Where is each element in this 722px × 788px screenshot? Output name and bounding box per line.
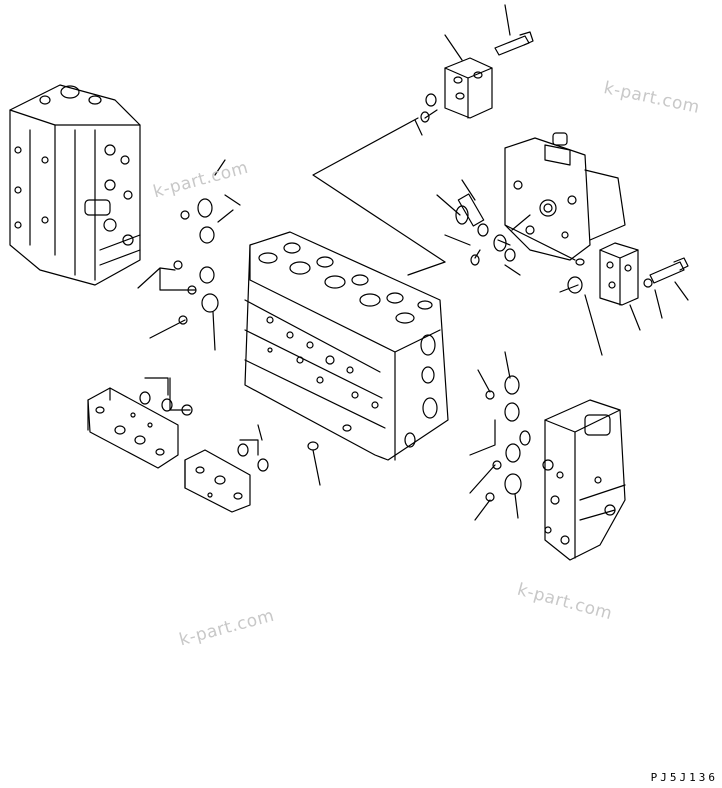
- o-ring: [568, 277, 582, 293]
- left-valve-assembly: [10, 85, 140, 285]
- top-solenoid-block: [445, 58, 492, 118]
- o-ring: [308, 442, 318, 450]
- o-ring: [343, 425, 351, 431]
- right-relief-valve: [505, 133, 625, 265]
- seal-group-right: [486, 376, 530, 501]
- bottom-right-end-cap: [543, 400, 625, 560]
- main-valve-block: [245, 232, 448, 460]
- o-ring: [426, 94, 436, 106]
- seal-group-relief: [456, 194, 515, 265]
- left-cover-plate-2: [185, 450, 250, 512]
- right-bolt: [644, 258, 688, 287]
- drawing-code: PJ5J136: [650, 771, 718, 784]
- right-end-plate: [600, 243, 638, 305]
- seal-group-left: [140, 199, 268, 471]
- o-ring: [421, 112, 429, 122]
- top-bolt: [495, 32, 533, 55]
- left-cover-plate-1: [88, 388, 178, 468]
